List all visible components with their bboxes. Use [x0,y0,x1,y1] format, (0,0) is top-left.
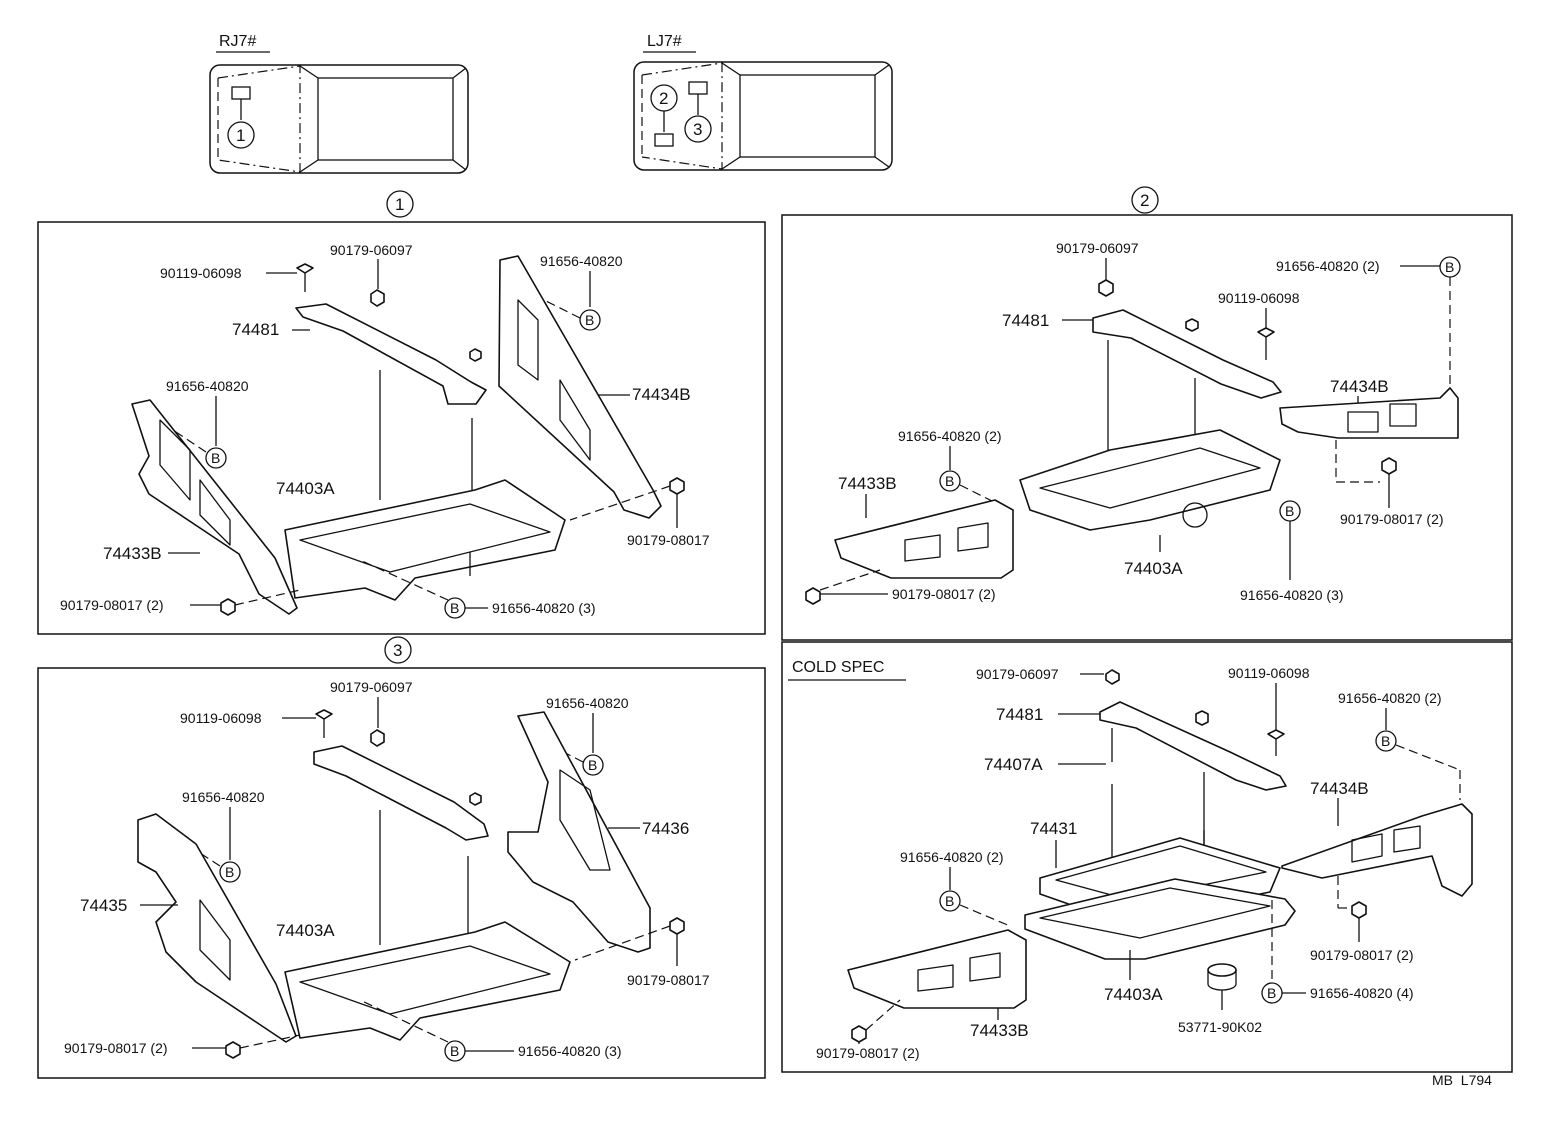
cold-bolt-label: 90119-06098 [1228,665,1310,681]
s2-nut-right-label: 90179-08017 (2) [1340,511,1444,527]
s1-brace-right-label: 74434B [632,385,691,404]
cold-brace-right-label: 74434B [1310,779,1369,798]
cold-spec-title: COLD SPEC [792,659,884,676]
cold-rod-label: 74407A [984,755,1043,774]
section-2: 2 90179-06097 91656-40820 (2) B 90119-06… [781,186,1513,641]
cold-clip-left-marker: B [945,893,954,909]
s1-clip-top-label: 91656-40820 [540,253,623,269]
cold-brace-left-label: 74433B [970,1021,1029,1040]
lj-marker-b-text: 3 [693,120,702,139]
s2-brace-right-label: 74434B [1330,377,1389,396]
cold-clip-bottom-label: 91656-40820 (4) [1310,985,1414,1001]
s3-clip-left-label: 91656-40820 [182,789,265,805]
s3-bolt-label: 90119-06098 [180,710,262,726]
s3-clip-left-marker: B [225,864,234,880]
cold-clip-top-marker: B [1381,733,1390,749]
cold-clip-bottom-marker: B [1267,985,1276,1001]
s3-clip-bottom-label: 91656-40820 (3) [518,1043,622,1059]
cold-cushion-label: 53771-90K02 [1178,1019,1262,1035]
section-2-badge: 2 [1140,191,1149,210]
s1-tray-label: 74403A [276,479,335,498]
s2-nut-bottom-label: 90179-08017 (2) [892,586,996,602]
s3-nut-right-label: 90179-08017 [627,972,710,988]
section-3: 3 90179-06097 90119-06098 91656-40820 B … [37,636,766,1079]
s3-clip-top-marker: B [588,757,597,773]
overview-rj: RJ7# 1 [209,33,469,174]
s1-clip-left-marker: B [211,450,220,466]
s3-nut-bottom-label: 90179-08017 (2) [64,1040,168,1056]
s2-bracket-label: 74481 [1002,311,1049,330]
rj-label: RJ7# [219,33,256,50]
section-1-badge: 1 [395,195,404,214]
footer-code: MB L794 [1432,1072,1492,1088]
s1-bracket-label: 74481 [232,320,279,339]
s1-clip-top-marker: B [585,312,594,328]
s1-clip-bottom-marker: B [450,600,459,616]
s2-clip-left-label: 91656-40820 (2) [898,428,1002,444]
cold-nut-bottom-label: 90179-08017 (2) [816,1045,920,1061]
s1-clip-left-label: 91656-40820 [166,378,249,394]
rj-marker-text: 1 [236,126,245,145]
s3-clip-top-label: 91656-40820 [546,695,629,711]
s2-clip-bottom-label: 91656-40820 (3) [1240,587,1344,603]
s3-brace-right-label: 74436 [642,819,689,838]
rj-marker [227,121,255,149]
s1-nut-bottom-label: 90179-08017 (2) [60,597,164,613]
s2-tray-label: 74403A [1124,559,1183,578]
lj-label: LJ7# [647,33,682,50]
cold-tray-label: 74403A [1104,985,1163,1004]
s3-clip-bottom-marker: B [450,1043,459,1059]
section-cold-spec: COLD SPEC 90179-06097 90119-06098 91656-… [781,641,1513,1073]
s3-nut-top-label: 90179-06097 [330,679,413,695]
lj-marker-b [684,115,712,143]
overview-lj: LJ7# 2 3 [633,33,893,171]
cold-nut-right-label: 90179-08017 (2) [1310,947,1414,963]
s2-brace-left-label: 74433B [838,474,897,493]
s2-bolt-label: 90119-06098 [1218,290,1300,306]
lj-marker-a-text: 2 [659,89,668,108]
s1-clip-bottom-label: 91656-40820 (3) [492,600,596,616]
s1-nut-top-label: 90179-06097 [330,242,413,258]
cold-clip-left-label: 91656-40820 (2) [900,849,1004,865]
s2-clip-bottom-marker: B [1285,503,1294,519]
s2-nut-top-label: 90179-06097 [1056,240,1139,256]
section-1: 1 90119-06098 90179-06097 91656-40820 B … [37,190,766,635]
cold-insulator-label: 74431 [1030,819,1077,838]
section-3-badge: 3 [393,641,402,660]
s2-clip-left-marker: B [945,473,954,489]
s3-tray-label: 74403A [276,921,335,940]
s1-bolt-label: 90119-06098 [160,265,242,281]
cold-bracket-label: 74481 [996,705,1043,724]
s1-nut-right-label: 90179-08017 [627,532,710,548]
s2-clip-top-marker: B [1445,259,1454,275]
s3-brace-left-label: 74435 [80,896,127,915]
s2-clip-top-label: 91656-40820 (2) [1276,258,1380,274]
cold-clip-top-label: 91656-40820 (2) [1338,690,1442,706]
cold-nut-top-label: 90179-06097 [976,666,1059,682]
s1-brace-left-label: 74433B [103,544,162,563]
